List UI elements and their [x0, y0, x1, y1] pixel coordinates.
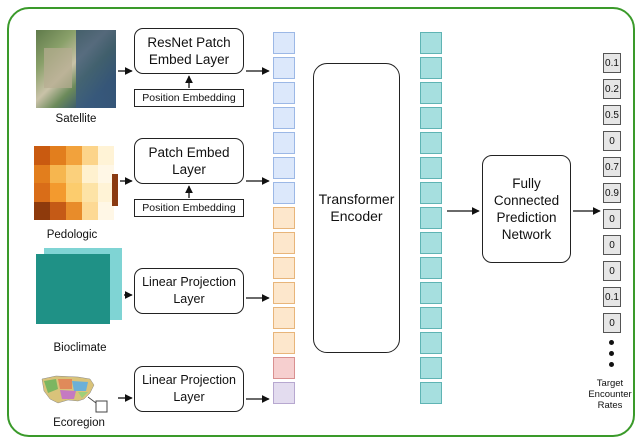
target-value: 0	[603, 235, 621, 255]
input-token	[273, 157, 295, 179]
linear-projection-box-ecoregion: Linear Projection Layer	[134, 366, 244, 412]
output-token	[420, 207, 442, 229]
pedologic-grid	[34, 146, 118, 220]
input-token	[273, 207, 295, 229]
target-value: 0	[603, 209, 621, 229]
target-value: 0.5	[603, 105, 621, 125]
target-value: 0.1	[603, 287, 621, 307]
linear-projection-box-bioclimate: Linear Projection Layer	[134, 268, 244, 314]
input-token	[273, 382, 295, 404]
patch-embed-box: Patch Embed Layer	[134, 138, 244, 184]
output-token	[420, 107, 442, 129]
target-value: 0	[603, 131, 621, 151]
output-token	[420, 57, 442, 79]
modality-label-pedologic: Pedologic	[46, 229, 98, 241]
input-token	[273, 357, 295, 379]
ecoregion-map	[38, 373, 108, 413]
modality-label-ecoregion: Ecoregion	[53, 417, 105, 429]
ellipsis-dots	[606, 340, 618, 370]
satellite-image	[36, 30, 116, 108]
input-token	[273, 282, 295, 304]
figure-frame	[7, 7, 635, 437]
input-token	[273, 57, 295, 79]
input-token	[273, 332, 295, 354]
input-token	[273, 307, 295, 329]
target-value: 0.9	[603, 183, 621, 203]
output-token	[420, 257, 442, 279]
output-token	[420, 282, 442, 304]
input-token	[273, 132, 295, 154]
input-token	[273, 107, 295, 129]
output-token	[420, 307, 442, 329]
target-caption: Target Encounter Rates	[588, 378, 632, 411]
bioclimate-image	[36, 248, 122, 324]
output-token	[420, 357, 442, 379]
transformer-encoder-box: Transformer Encoder	[313, 63, 400, 353]
resnet-patch-embed-box: ResNet Patch Embed Layer	[134, 28, 244, 74]
input-token	[273, 232, 295, 254]
output-token	[420, 32, 442, 54]
target-value: 0.2	[603, 79, 621, 99]
modality-label-bioclimate: Bioclimate	[53, 342, 107, 354]
output-token	[420, 232, 442, 254]
position-embedding-box-pedologic: Position Embedding	[134, 199, 244, 217]
position-embedding-box-satellite: Position Embedding	[134, 89, 244, 107]
output-token	[420, 82, 442, 104]
output-token	[420, 132, 442, 154]
output-token	[420, 382, 442, 404]
target-value: 0	[603, 313, 621, 333]
input-token	[273, 182, 295, 204]
target-value: 0.1	[603, 53, 621, 73]
input-token	[273, 32, 295, 54]
modality-label-satellite: Satellite	[55, 113, 97, 125]
target-value: 0	[603, 261, 621, 281]
input-token	[273, 257, 295, 279]
output-token	[420, 182, 442, 204]
prediction-network-box: Fully Connected Prediction Network	[482, 155, 571, 263]
input-token	[273, 82, 295, 104]
output-token	[420, 157, 442, 179]
target-value: 0.7	[603, 157, 621, 177]
output-token	[420, 332, 442, 354]
